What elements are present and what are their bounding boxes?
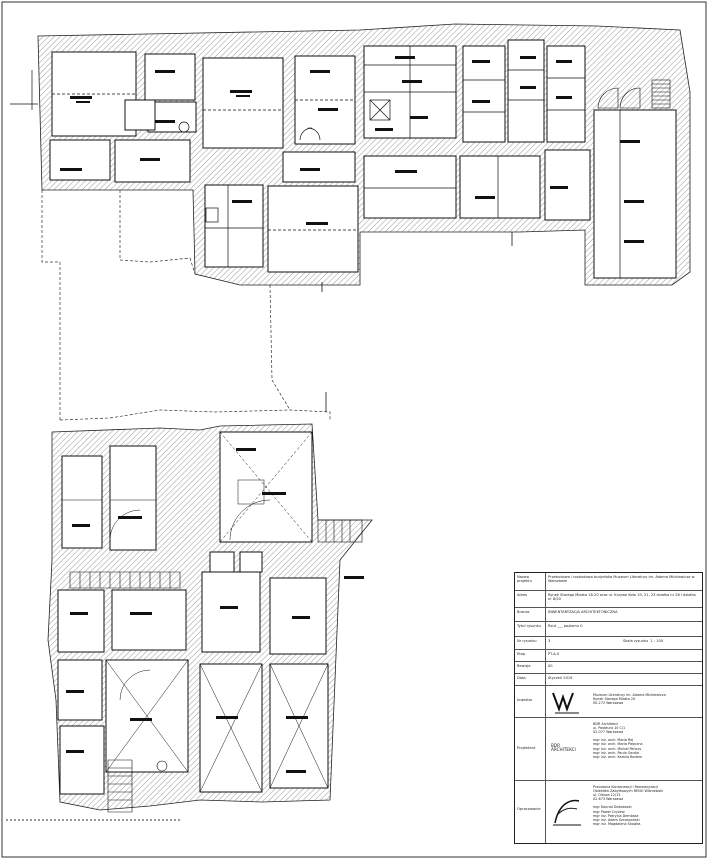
stair-upper-right: [597, 79, 671, 109]
upper-interior-lines: [10, 46, 621, 278]
tb-label: Etap: [517, 652, 526, 656]
tb-value: Rynek Starego Miasta 18-20 oraz ul. Krzy…: [548, 593, 696, 602]
lower-room-labels: [66, 448, 364, 773]
tb-label: Rewizja: [517, 664, 531, 668]
tb-value: 00: [548, 664, 553, 668]
title-block: Nazwa projektu Przebudowa i rozbudowa bu…: [514, 572, 703, 844]
stair-lower: [69, 519, 363, 813]
tb-row-drawing-title: Tytuł rysunku Rzut ___ poziomu 0: [515, 622, 702, 637]
tb-label: Nr rysunku: [517, 639, 537, 643]
dashed-courtyard-outline: [41, 190, 331, 421]
tb-value: Rzut ___ poziomu 0: [548, 624, 583, 628]
surveyor-lines: Pracownia Konserwacji i Rewaloryzacji Ob…: [593, 785, 664, 826]
tb-row-designer: Projektant BDR ARCHITEKCI BDR Architekci…: [515, 718, 702, 781]
tb-label: Branża: [517, 610, 530, 614]
tb-value: Przebudowa i rozbudowa budynków Muzeum L…: [548, 575, 695, 584]
tb-label: Nazwa projektu: [517, 575, 532, 583]
tb-label: Adres: [517, 593, 528, 597]
tb-label: Data: [517, 676, 526, 680]
lower-cross-lines: [62, 431, 329, 793]
tb-row-drawing-number: Nr rysunku 3 Skala rysunku 1 : 100: [515, 637, 702, 650]
tb-row-address: Adres Rynek Starego Miasta 18-20 oraz ul…: [515, 591, 702, 608]
tb-label: Tytuł rysunku: [517, 624, 541, 628]
tb-value: Styczeń 2019: [548, 676, 573, 680]
tb-row-branch: Branża INWENTARYZACJA ARCHITEKTONICZNA: [515, 608, 702, 622]
investor-lines: Muzeum Literatury im. Adama Mickiewicza …: [593, 693, 666, 706]
upper-room-labels: [60, 56, 644, 243]
bdr-logo: BDR ARCHITEKCI: [551, 743, 576, 753]
tb-row-surveyor: Opracowanie Pracownia Konserwacji i Rewa…: [515, 781, 702, 843]
tb-scale: Skala rysunku 1 : 100: [623, 639, 664, 643]
tb-row-date: Data Styczeń 2019: [515, 674, 702, 686]
tb-row-stage: Etap PT-A-0: [515, 650, 702, 662]
tb-value: 3: [548, 639, 551, 643]
tb-label: Opracowanie: [517, 807, 541, 811]
designer-lines: BDR Architekci ul. Pasteura 10 C/1 02-07…: [593, 722, 643, 759]
section-markers: [321, 232, 513, 412]
tb-row-project: Nazwa projektu Przebudowa i rozbudowa bu…: [515, 573, 702, 591]
reno-logo-icon: [553, 799, 581, 826]
tb-label: Inwestor: [517, 698, 533, 702]
tb-row-revision: Rewizja 00: [515, 662, 702, 674]
tb-label: Projektant: [517, 746, 536, 750]
tb-row-investor: Inwestor Muzeum Literatury im. Adama Mic…: [515, 686, 702, 718]
museum-logo-icon: [552, 692, 579, 714]
tb-value: PT-A-0: [548, 652, 560, 656]
tb-value: INWENTARYZACJA ARCHITEKTONICZNA: [548, 610, 618, 614]
